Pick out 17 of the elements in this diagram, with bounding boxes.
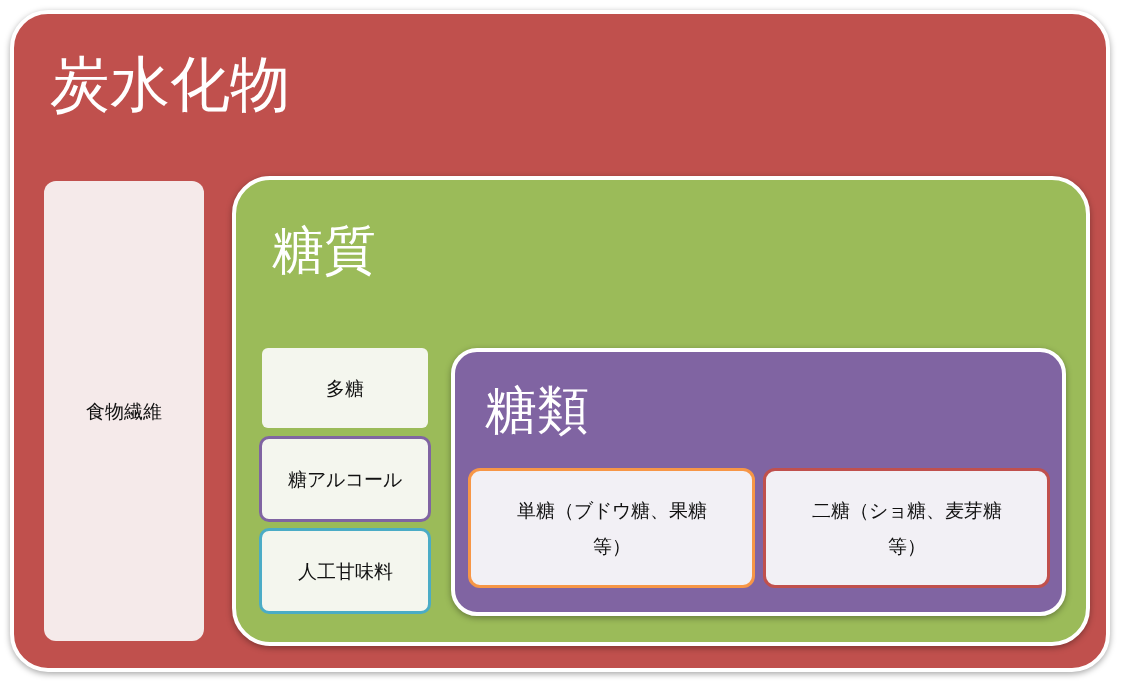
- category-box: [259, 528, 431, 614]
- category-label: 人工甘味料: [297, 558, 393, 584]
- category-box: [259, 436, 431, 522]
- panel-title: 糖類: [485, 384, 589, 436]
- category-label: 単糖（ブドウ糖、果糖等）: [516, 497, 707, 559]
- panel-title: 炭水化物: [50, 54, 290, 114]
- panel-title: 糖質: [272, 224, 376, 276]
- category-label: 食物繊維: [86, 398, 162, 424]
- category-box: [763, 468, 1050, 588]
- category-panel: [451, 348, 1066, 616]
- category-label: 二糖（ショ糖、麦芽糖等）: [810, 497, 1003, 559]
- category-box: [262, 348, 428, 428]
- category-panel: [232, 176, 1090, 646]
- category-label: 糖アルコール: [288, 466, 402, 492]
- category-box: [44, 181, 204, 641]
- category-box: [468, 468, 755, 588]
- category-label: 多糖: [326, 375, 364, 401]
